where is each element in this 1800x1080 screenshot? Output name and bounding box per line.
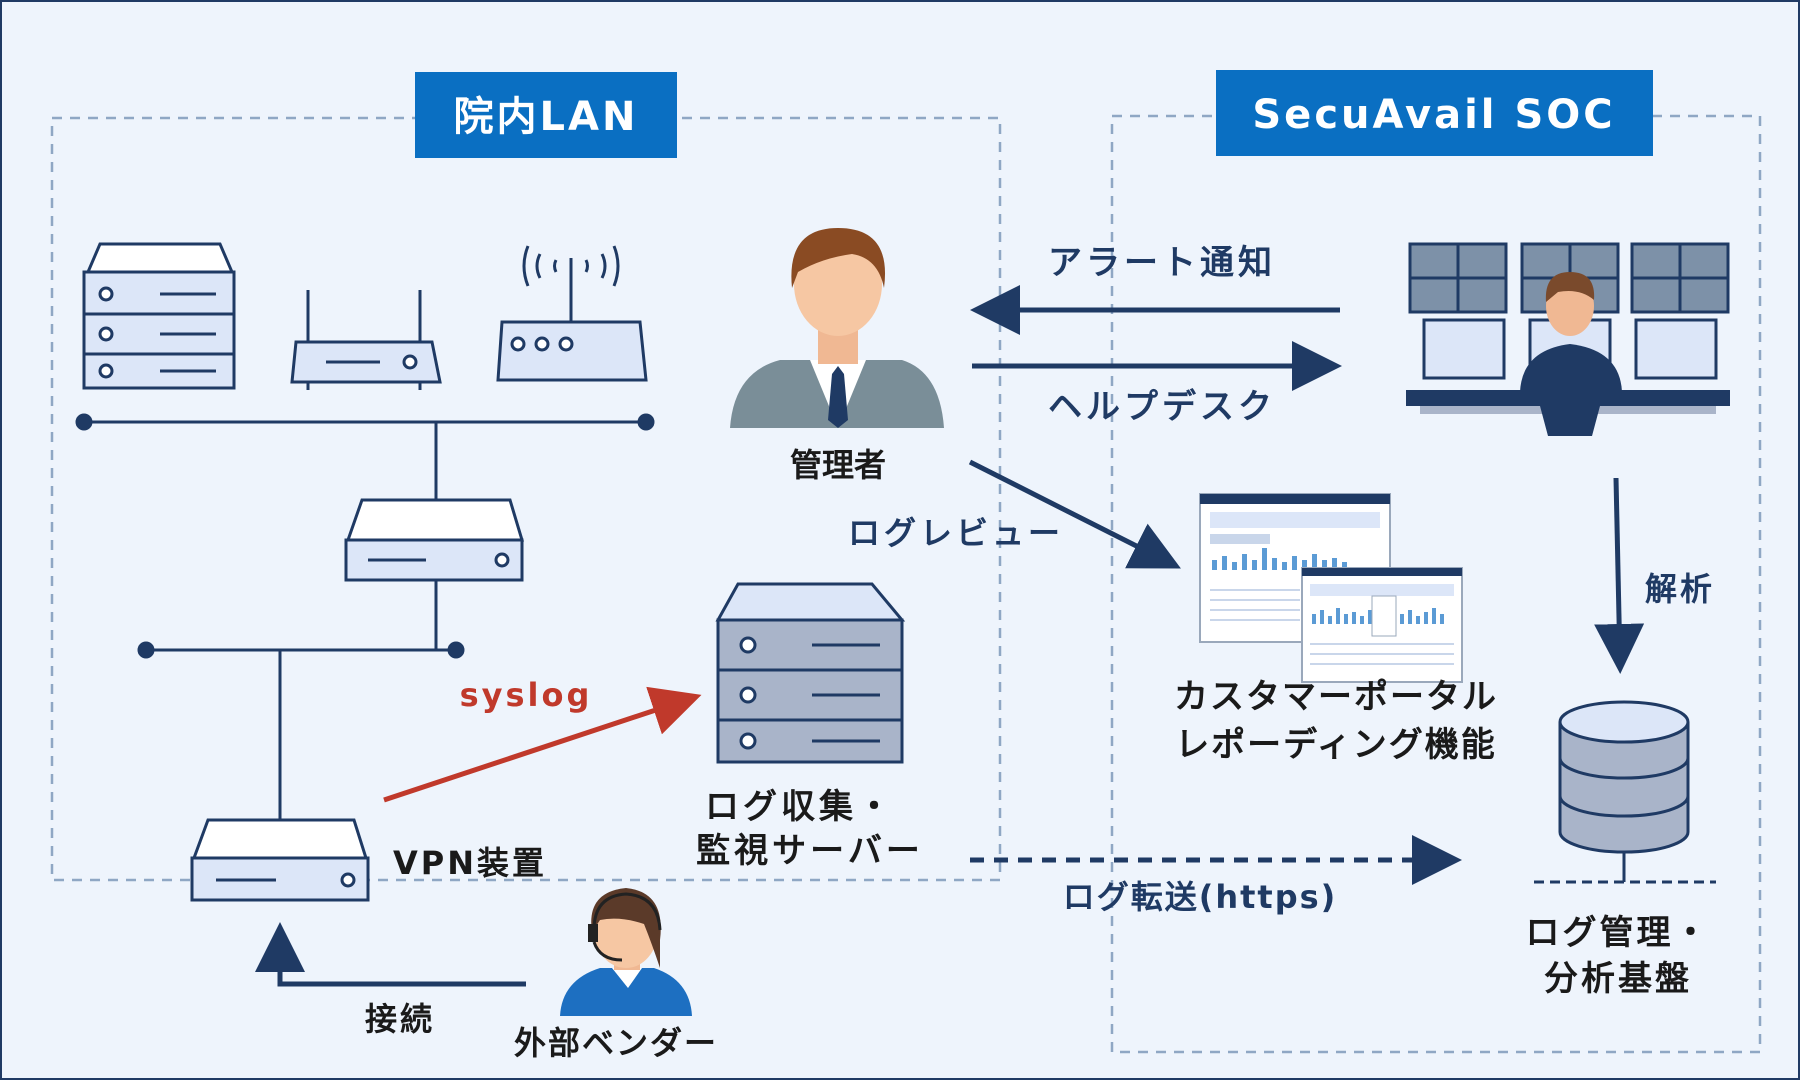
- log-server-icon: [715, 582, 906, 764]
- label-alert: アラート通知: [1048, 243, 1276, 283]
- label-syslog: syslog: [460, 676, 593, 714]
- router-icon: [290, 290, 442, 390]
- label-connect: 接続: [365, 1000, 435, 1038]
- label-portal-line1: カスタマーポータル: [1174, 677, 1498, 717]
- label-log-server-line2: 監視サーバー: [696, 831, 924, 871]
- switch-icon: [344, 498, 525, 582]
- wifi-access-point-icon: [496, 245, 648, 382]
- label-analysis: 解析: [1645, 570, 1715, 608]
- label-log-review: ログレビュー: [848, 514, 1064, 552]
- lan-bus-top: [75, 413, 655, 500]
- arrow-analysis: [1594, 477, 1645, 674]
- label-log-platform-line2: 分析基盤: [1544, 959, 1692, 999]
- label-helpdesk: ヘルプデスク: [1048, 387, 1276, 427]
- customer-portal-screenshot: [1199, 493, 1463, 683]
- arrow-log-review: [968, 459, 1181, 569]
- arrow-connect: [255, 922, 526, 987]
- zone-label-soc: SecuAvail SOC: [1216, 70, 1653, 156]
- label-vpn: VPN装置: [393, 844, 547, 882]
- admin-person-icon: [730, 228, 944, 428]
- label-vendor: 外部ベンダー: [514, 1024, 718, 1062]
- rack-server-icon: [82, 242, 236, 390]
- log-database-icon: [1558, 700, 1690, 882]
- label-log-server-line1: ログ収集・: [705, 787, 895, 827]
- label-log-platform-line1: ログ管理・: [1526, 913, 1711, 953]
- zone-label-hospital-lan: 院内LAN: [415, 72, 677, 158]
- zone-title-soc: SecuAvail SOC: [1252, 92, 1615, 138]
- arrow-syslog: [383, 686, 702, 803]
- label-log-transfer: ログ転送(https): [1063, 878, 1338, 916]
- vendor-operator-icon: [560, 888, 692, 1016]
- label-admin: 管理者: [790, 446, 886, 484]
- zone-title-hospital-lan: 院内LAN: [454, 94, 639, 140]
- vpn-device-icon: [190, 818, 370, 902]
- label-portal-line2: レポーディング機能: [1175, 725, 1497, 765]
- lan-bus-bottom: [137, 580, 465, 820]
- soc-monitoring-room-icon: [1406, 242, 1730, 436]
